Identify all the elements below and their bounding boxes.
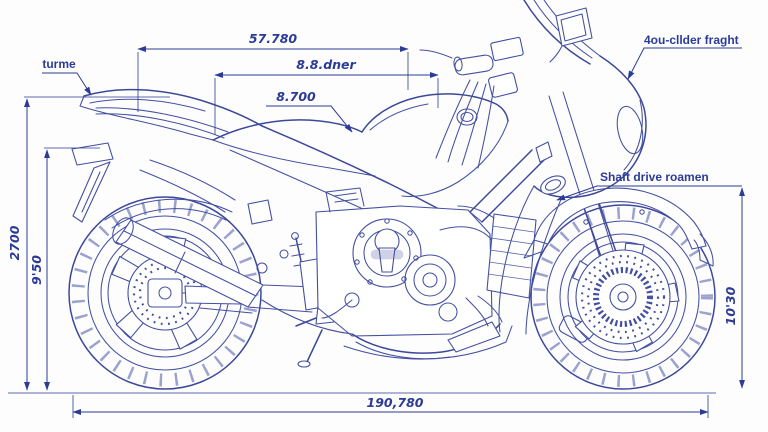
mirror-icon xyxy=(555,7,593,47)
dim-overall-height: 2700 xyxy=(7,96,170,391)
windscreen xyxy=(523,0,591,65)
dim-mid-length-label: 8.8.dner xyxy=(296,57,356,72)
front-fender xyxy=(523,187,714,267)
dim-rear-height-label: 9'50 xyxy=(29,255,44,285)
engine-bolts xyxy=(354,218,419,285)
headlight-icon xyxy=(616,105,644,155)
front-tire-icon xyxy=(530,204,716,390)
alternator-cover-icon xyxy=(404,254,456,306)
front-wheel xyxy=(530,204,716,390)
dim-wheelbase-label: 190,780 xyxy=(367,395,424,410)
dim-mid-length: 8.8.dner xyxy=(214,57,439,135)
tail-light-icon xyxy=(71,142,114,166)
passenger-peg-bracket xyxy=(247,199,273,225)
callout-tail-label: turme xyxy=(42,57,76,71)
front-fairing xyxy=(498,0,647,335)
side-stand-foot xyxy=(297,360,311,368)
dimension-annotations: 57.780 8.8.dner 8.700 turme 4ou-cllder f… xyxy=(7,31,745,418)
rear-tire-icon xyxy=(68,196,262,390)
tail-section xyxy=(71,88,273,229)
callout-shaft: Shaft drive roamen xyxy=(556,170,742,201)
exhaust-muffler xyxy=(112,217,264,308)
callout-windshield-label: 4ou-cllder fraght xyxy=(644,33,739,47)
handlebar-grip xyxy=(454,54,494,76)
dim-tank-label: 8.700 xyxy=(276,89,316,104)
radiator xyxy=(457,205,537,299)
engine-badge xyxy=(370,249,404,260)
brake-reservoir xyxy=(490,36,524,62)
dim-top-length-label: 57.780 xyxy=(249,31,298,46)
cockpit xyxy=(419,7,593,169)
dim-front-height-label: 10'30 xyxy=(723,286,738,325)
fuel-cap-icon xyxy=(456,108,478,126)
dim-overall-height-label: 2700 xyxy=(7,225,22,260)
air-vent xyxy=(535,141,553,163)
dim-rear-height: 9'50 xyxy=(29,147,100,391)
dim-wheelbase: 190,780 xyxy=(72,395,709,418)
callout-shaft-label: Shaft drive roamen xyxy=(600,170,709,184)
exhaust-headers xyxy=(261,295,513,360)
dim-top-length: 57.780 xyxy=(137,31,409,112)
abs-tone-ring-icon xyxy=(593,267,653,327)
turn-signal-icon xyxy=(540,175,566,195)
dim-front-height: 10'30 xyxy=(723,187,745,389)
motorcycle-drawing xyxy=(68,0,716,390)
callout-tail: turme xyxy=(42,57,92,96)
engine xyxy=(315,187,493,337)
dim-tank-callout: 8.700 xyxy=(266,89,353,133)
callout-windshield: 4ou-cllder fraght xyxy=(627,33,742,80)
rear-hub-plate xyxy=(147,278,183,308)
